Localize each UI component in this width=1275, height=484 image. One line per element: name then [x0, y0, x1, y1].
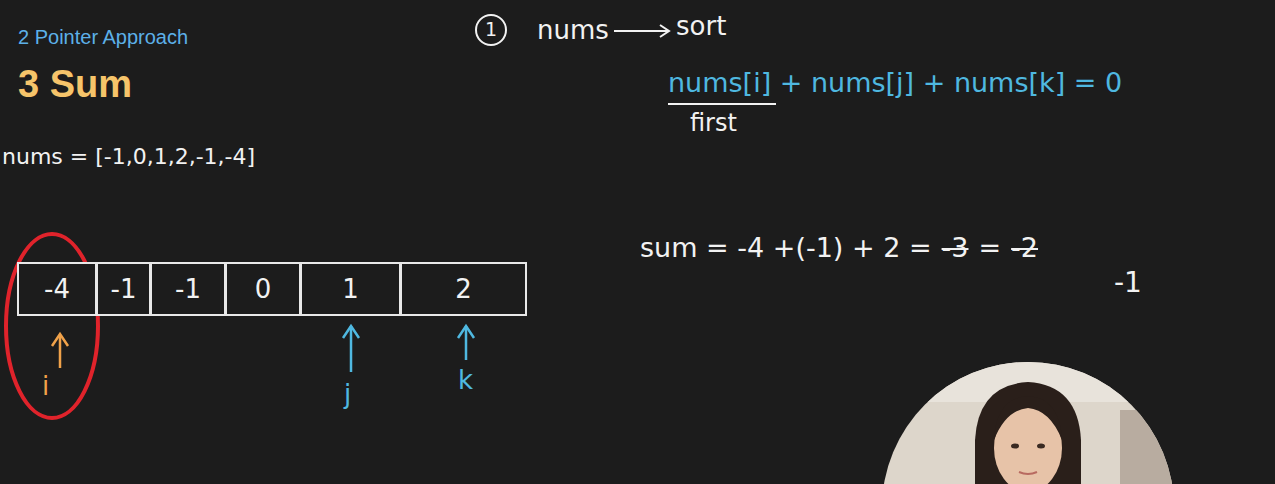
pointer-arrow — [458, 326, 474, 360]
pointer-arrow — [343, 326, 359, 372]
pointer-label: i — [42, 372, 49, 401]
cell-value: -1 — [111, 274, 137, 304]
array-cell: -1 — [150, 262, 226, 316]
cell-value: -1 — [175, 274, 201, 304]
step-circle — [476, 15, 506, 45]
title: 3 Sum — [18, 64, 132, 106]
highlight-circle — [6, 234, 98, 418]
pointer-label: j — [344, 380, 351, 409]
presenter-webcam — [880, 362, 1180, 484]
section-heading: 2 Pointer Approach — [18, 26, 188, 48]
step-number: 1 — [484, 19, 498, 40]
cell-value: 1 — [342, 274, 359, 304]
array-cell: 2 — [400, 262, 527, 316]
input-array: nums = [-1,0,1,2,-1,-4] — [2, 145, 255, 169]
cell-value: 2 — [455, 274, 472, 304]
flow-arrow — [614, 25, 669, 37]
cell-value: 0 — [255, 274, 272, 304]
pointer-label: k — [458, 366, 473, 395]
array-cell: 1 — [300, 262, 401, 316]
pointer-arrow — [52, 334, 68, 368]
array-cell: -1 — [96, 262, 151, 316]
underline — [668, 103, 776, 105]
equation: nums[i] + nums[j] + nums[k] = 0 — [668, 68, 1122, 98]
array-cell: -4 — [17, 262, 97, 316]
array-cell: 0 — [225, 262, 301, 316]
sum-value: -1 — [1114, 268, 1142, 299]
note-text: first — [690, 110, 737, 136]
struck-value: -3 — [942, 232, 969, 263]
sum-expression: sum = -4 +(-1) + 2 = — [640, 232, 932, 263]
sum-line: sum = -4 +(-1) + 2 = -3 = -2 — [640, 232, 1038, 263]
struck-value: -2 — [1011, 232, 1038, 263]
sum-expression: = — [978, 232, 1001, 263]
cell-value: -4 — [44, 274, 70, 304]
note-text: sort — [676, 12, 726, 41]
note-text: nums — [537, 16, 609, 45]
